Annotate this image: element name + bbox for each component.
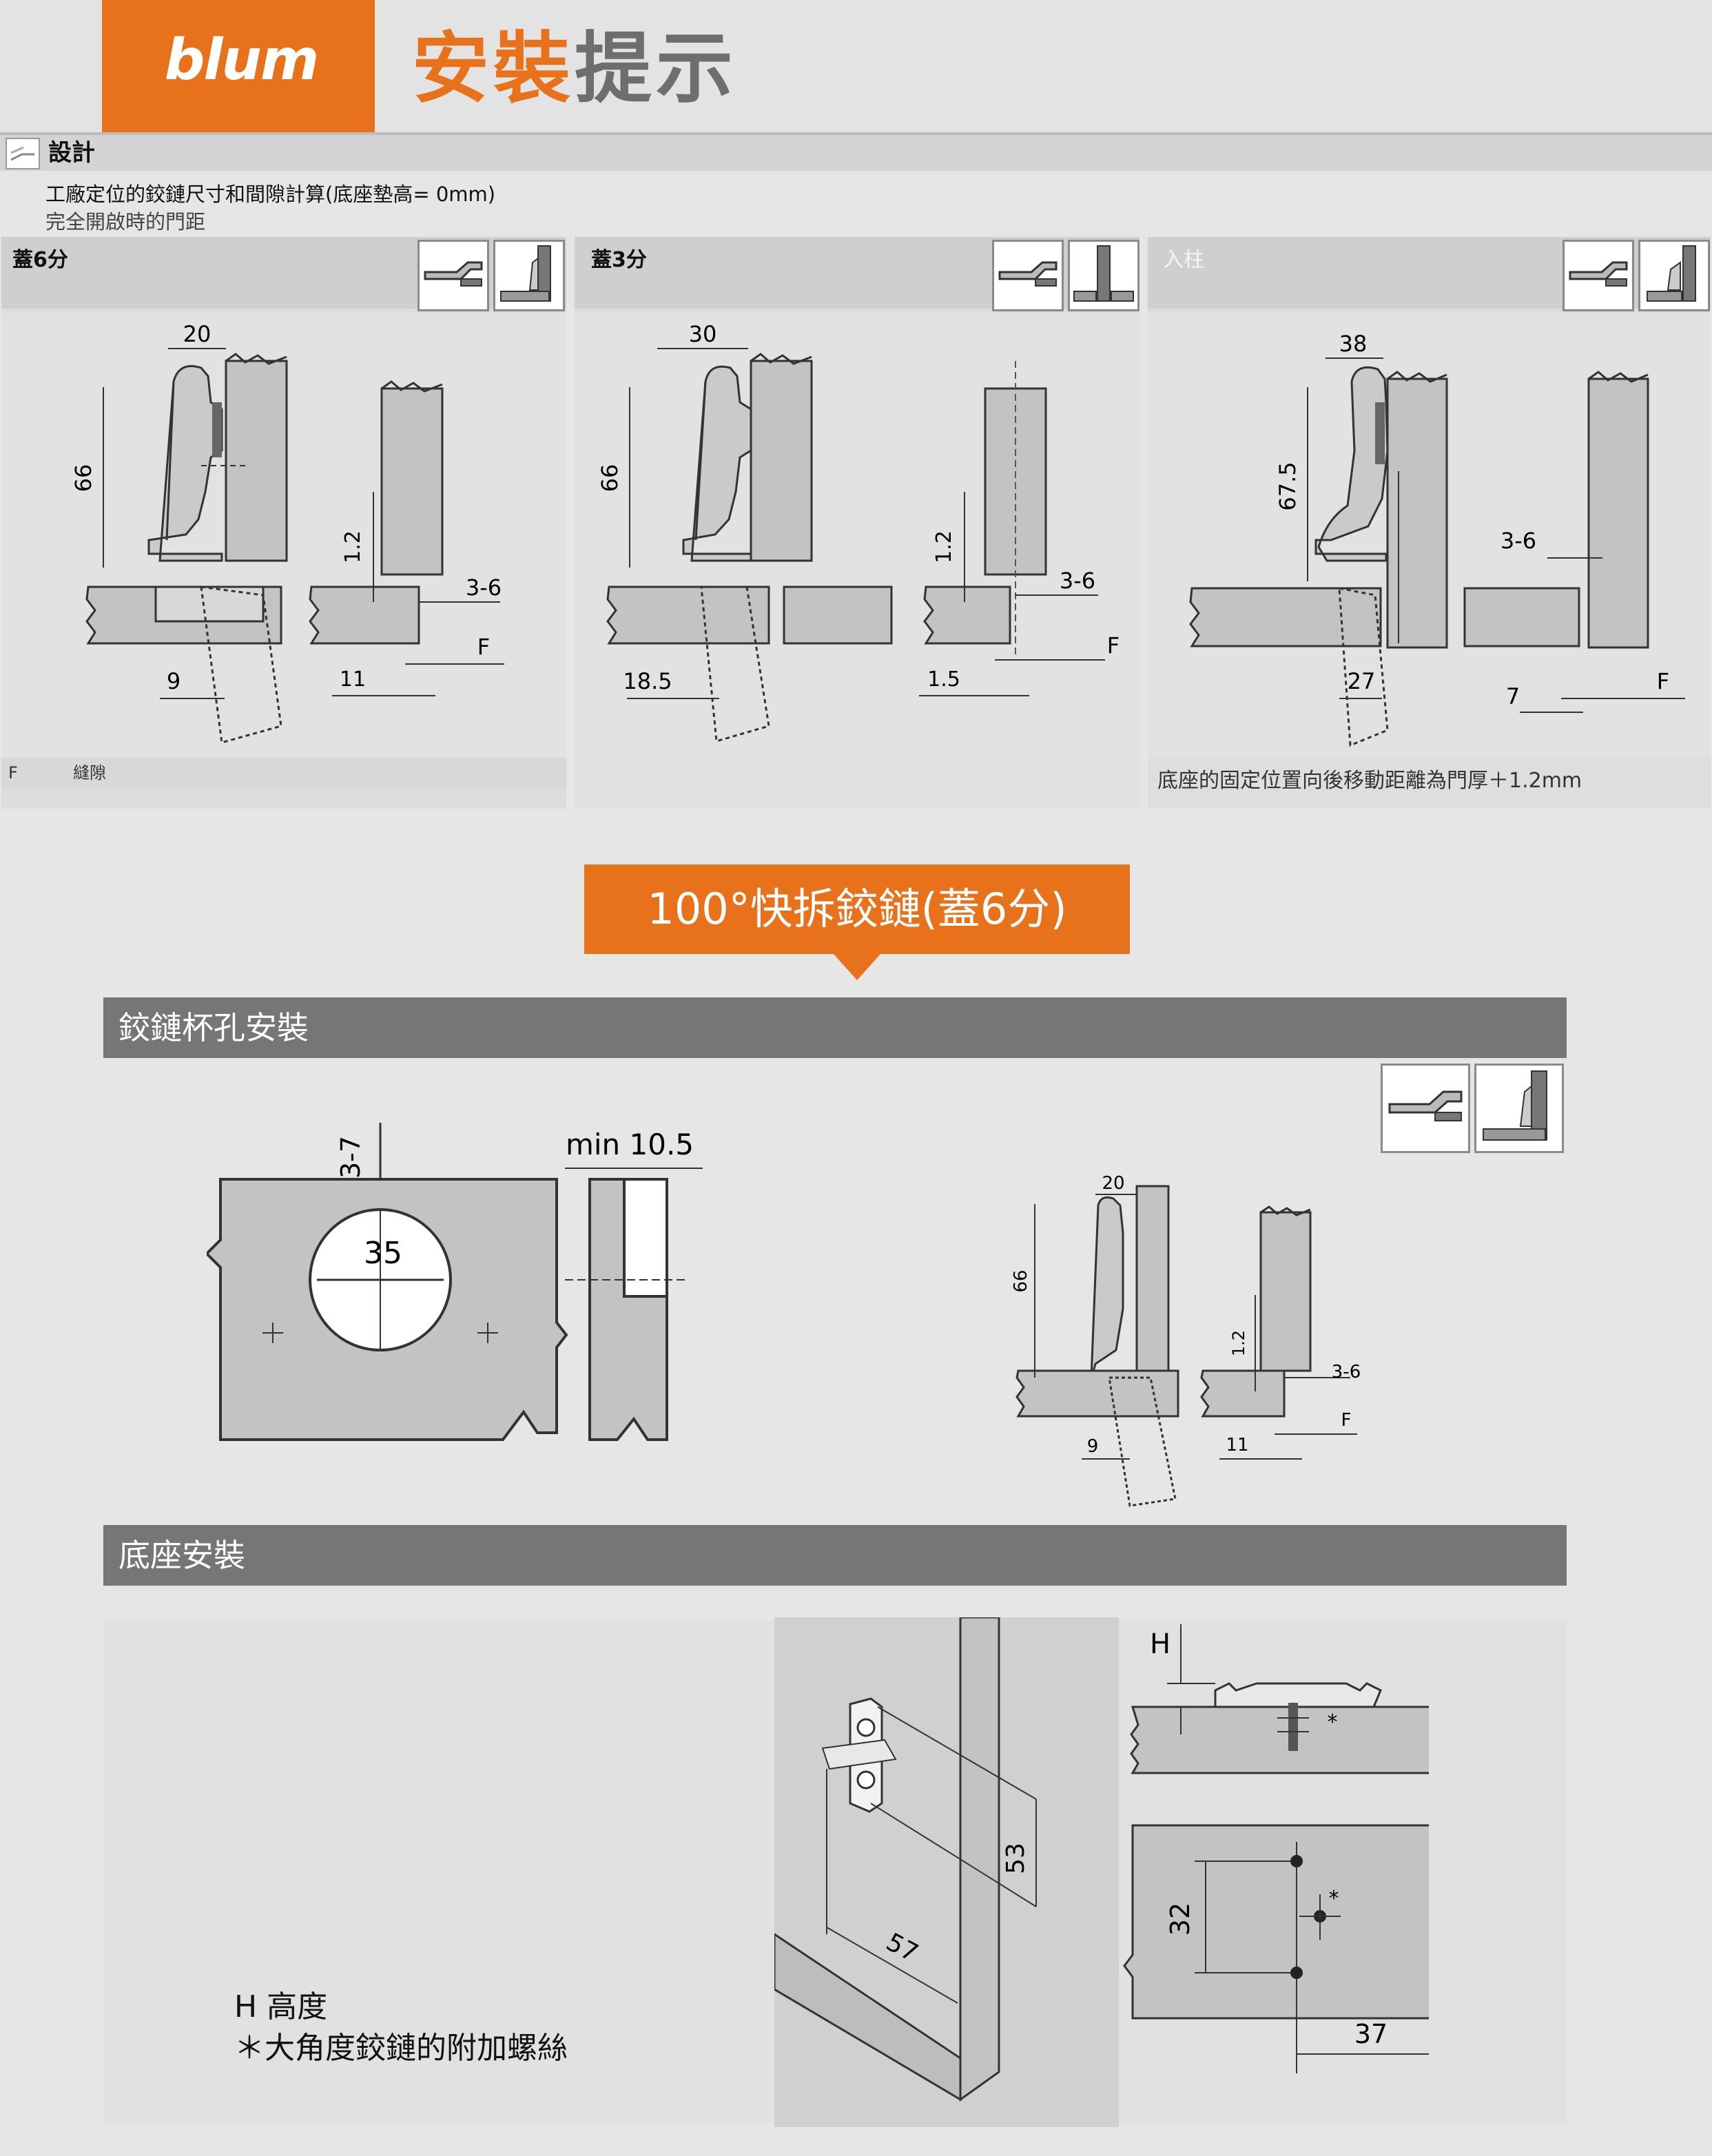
design-label: 設計 xyxy=(48,139,95,167)
dim-bore-edge: 18.5 xyxy=(623,668,672,694)
panel-inset-title: 入柱 xyxy=(1163,248,1204,272)
cup-overlay-detail-diagram: 66 20 9 1.2 3-6 F 11 xyxy=(1013,1173,1361,1507)
dim-height-h: H xyxy=(1150,1628,1170,1660)
diagram-inset: 67.5 38 27 3-6 F 7 xyxy=(1189,331,1685,747)
design-icon xyxy=(6,138,40,169)
legend-h-height: H 高度 xyxy=(234,1989,328,2024)
dim-distance: 3-6 xyxy=(1060,568,1095,594)
dim-cup-edge-distance: 3-7 xyxy=(336,1136,366,1179)
dim-base-53: 53 xyxy=(1002,1843,1030,1874)
hinge-side-icon xyxy=(417,240,489,311)
dim-gap-top: 1.2 xyxy=(932,530,956,563)
page-title-part2: 提示 xyxy=(575,24,737,114)
dim-min-door-thickness: min 10.5 xyxy=(566,1128,694,1161)
dim-bore-edge: 9 xyxy=(167,668,181,694)
hinge-side-icon xyxy=(1563,240,1634,311)
dim-height: 66 xyxy=(597,464,623,493)
dim-height: 67.5 xyxy=(1275,462,1301,510)
dim-side: 11 xyxy=(340,667,366,692)
design-subtitle-factory: 工廠定位的鉸鏈尺寸和間隙計算(底座墊高= 0mm) xyxy=(45,183,496,206)
design-subtitle-door-gap: 完全開啟時的門距 xyxy=(45,210,206,234)
dim-gap-f: F xyxy=(477,634,490,660)
dim-gap-f: F xyxy=(1341,1410,1352,1431)
dim-gap-f: F xyxy=(1657,668,1669,694)
dim-distance: 3-6 xyxy=(1332,1362,1361,1382)
dim-side: 11 xyxy=(1226,1435,1248,1455)
base-plate-perspective-diagram: 53 57 xyxy=(774,1617,1119,2127)
diagram-half-overlay: 66 30 18.5 1.2 3-6 F 1.5 xyxy=(597,321,1120,743)
brand-logo xyxy=(102,0,375,132)
panel-full-overlay-title: 蓋6分 xyxy=(12,248,68,272)
dim-height: 66 xyxy=(1013,1269,1031,1292)
dim-gap-top: 1.2 xyxy=(341,530,365,563)
base-plate-height-diagram: H * xyxy=(1130,1624,1429,1774)
section-cup-title: 鉸鏈杯孔安裝 xyxy=(118,1009,309,1046)
dim-gap-top: 1.2 xyxy=(1229,1330,1248,1356)
panel-full-overlay-note xyxy=(1,758,566,788)
note-f-key: F xyxy=(8,763,18,782)
dim-star-marker-plan: * xyxy=(1329,1887,1339,1911)
hinge-side-icon xyxy=(1381,1064,1470,1153)
hinge-side-icon xyxy=(992,240,1064,311)
dim-bore-edge: 9 xyxy=(1087,1436,1099,1457)
design-section-bar xyxy=(0,135,1712,171)
cabinet-overlay-icon xyxy=(1474,1064,1564,1153)
dim-height: 66 xyxy=(70,464,96,493)
brand-logo-text: blum xyxy=(164,28,320,93)
note-f-text: 縫隙 xyxy=(73,763,106,782)
dim-cup-diameter: 35 xyxy=(364,1236,402,1271)
dim-base-37: 37 xyxy=(1354,2019,1388,2049)
page-title-part1: 安裝 xyxy=(412,24,575,114)
banner-title: 100°快拆鉸鏈(蓋6分) xyxy=(647,884,1067,934)
panel-inset-note-bar xyxy=(1148,758,1711,809)
cabinet-inset-icon xyxy=(1638,240,1710,311)
cup-drilling-diagram: 35 3-7 min 10.5 xyxy=(207,1123,703,1441)
base-plate-hole-diagram: * 32 37 xyxy=(1123,1824,1429,2073)
dim-distance: 3-6 xyxy=(1500,528,1536,554)
panel-inset-note: 底座的固定位置向後移動距離為門厚＋1.2mm xyxy=(1157,769,1582,793)
diagram-full-overlay: 66 20 9 1.2 3-6 F 11 xyxy=(70,321,504,744)
dim-base-32: 32 xyxy=(1165,1903,1195,1936)
banner-shape xyxy=(584,864,1130,980)
dim-width: 20 xyxy=(1102,1173,1124,1194)
dim-width: 38 xyxy=(1339,331,1368,357)
panel-half-overlay-title: 蓋3分 xyxy=(591,248,647,272)
dim-side: 1.5 xyxy=(927,667,960,692)
cabinet-half-overlay-icon xyxy=(1068,240,1139,311)
dim-distance: 3-6 xyxy=(466,574,502,601)
dim-side: 7 xyxy=(1506,683,1520,709)
section-cup-bar xyxy=(103,997,1567,1058)
page-title: 安裝提示 xyxy=(412,21,737,117)
cabinet-overlay-icon xyxy=(493,240,565,311)
dim-bore-edge: 27 xyxy=(1348,668,1376,694)
dim-width: 20 xyxy=(183,321,212,347)
dim-star-marker: * xyxy=(1328,1710,1338,1734)
section-base-bar xyxy=(103,1525,1567,1586)
dim-gap-f: F xyxy=(1107,632,1120,659)
section-base-title: 底座安裝 xyxy=(118,1537,245,1574)
legend-extra-screw: ＊大角度鉸鏈的附加螺絲 xyxy=(234,2031,568,2066)
dim-width: 30 xyxy=(689,321,717,347)
